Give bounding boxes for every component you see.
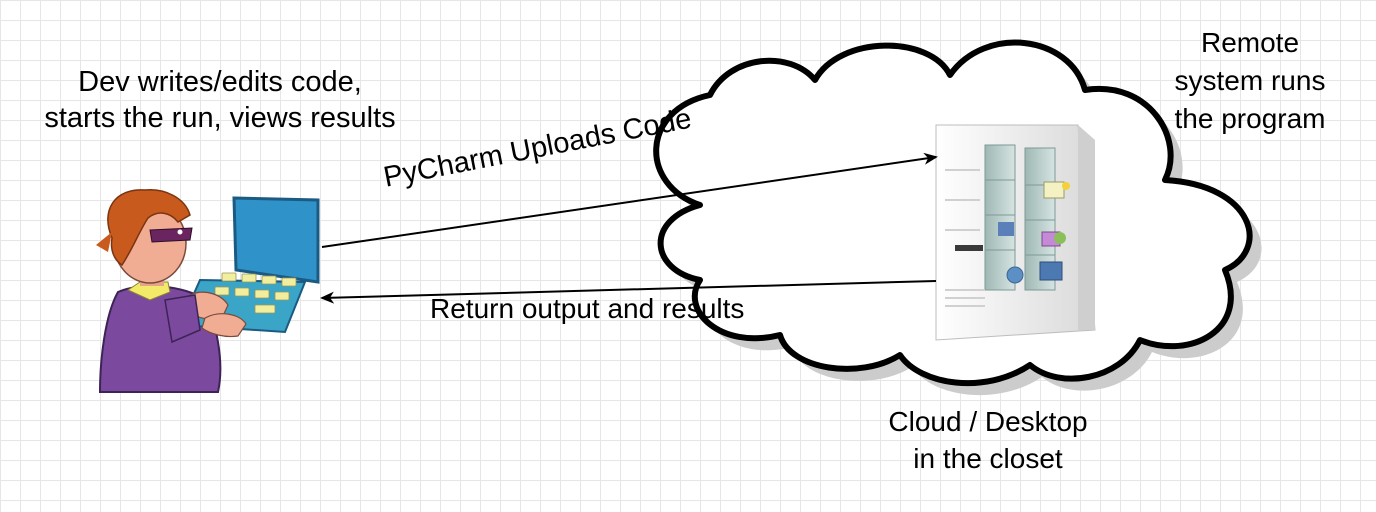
- developer-caption-line1: Dev writes/edits code,: [78, 66, 362, 98]
- upload-arrow: [321, 152, 938, 248]
- developer-with-laptop-icon: [96, 189, 320, 393]
- remote-caption: Remote system runs the program: [1150, 24, 1350, 138]
- remote-caption-line1: Remote: [1200, 27, 1300, 58]
- developer-caption: Dev writes/edits code, starts the run, v…: [20, 64, 420, 136]
- cloud-caption: Cloud / Desktop in the closet: [858, 403, 1118, 477]
- remote-caption-line2: system runs: [1174, 65, 1326, 96]
- remote-caption-line3: the program: [1174, 103, 1326, 134]
- cloud-caption-line2: in the closet: [913, 443, 1063, 474]
- return-arrow: [320, 280, 937, 304]
- return-arrow-label: Return output and results: [430, 293, 745, 324]
- developer-caption-line2: starts the run, views results: [44, 102, 396, 134]
- server-rack-icon: [935, 124, 1096, 341]
- cloud-caption-line1: Cloud / Desktop: [888, 406, 1088, 437]
